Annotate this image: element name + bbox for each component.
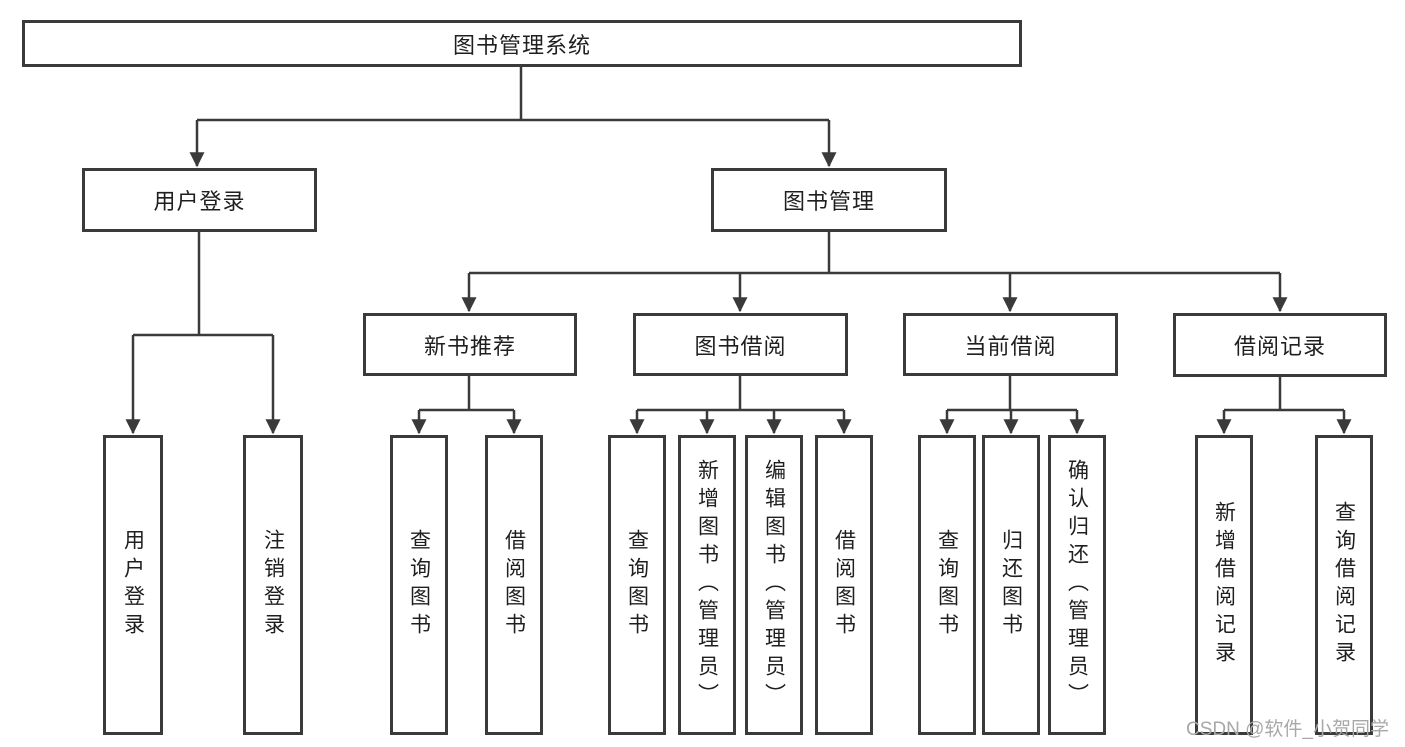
leaf-current-return-label: 归还图书 (999, 529, 1023, 641)
leaf-borrow-edit-admin-label: 编辑图书（管理员） (762, 459, 786, 711)
node-root-label: 图书管理系统 (452, 32, 591, 58)
leaf-borrow-query: 查询图书 (608, 435, 666, 735)
leaf-records-add: 新增借阅记录 (1195, 435, 1253, 735)
leaf-borrow-query-label: 查询图书 (625, 529, 649, 641)
node-new-books-label: 新书推荐 (423, 333, 516, 359)
leaf-new-books-query-label: 查询图书 (407, 529, 431, 641)
leaf-current-query: 查询图书 (918, 435, 976, 735)
csdn-watermark: CSDN @软件_小贺同学 (1186, 719, 1389, 740)
node-book-borrow: 图书借阅 (633, 313, 848, 376)
leaf-records-add-label: 新增借阅记录 (1212, 501, 1236, 669)
leaf-new-books-borrow: 借阅图书 (485, 435, 543, 735)
leaf-borrow-add-admin: 新增图书（管理员） (678, 435, 736, 735)
leaf-borrow-edit-admin: 编辑图书（管理员） (745, 435, 803, 735)
connector-borrow-records-to-leaves (1216, 376, 1352, 435)
connector-user-login-to-leaves (125, 232, 281, 435)
connector-root-to-level2 (189, 67, 837, 168)
leaf-user-login-label: 用户登录 (121, 529, 145, 641)
leaf-borrow-book-label: 借阅图书 (832, 529, 856, 641)
leaf-current-query-label: 查询图书 (935, 529, 959, 641)
leaf-borrow-add-admin-label: 新增图书（管理员） (695, 459, 719, 711)
connector-book-mgmt-to-level3 (461, 232, 1288, 313)
leaf-logout-label: 注销登录 (261, 529, 285, 641)
leaf-new-books-query: 查询图书 (390, 435, 448, 735)
connector-current-borrow-to-leaves (939, 376, 1085, 435)
node-root: 图书管理系统 (22, 20, 1022, 67)
node-user-login-label: 用户登录 (153, 189, 246, 214)
leaf-borrow-book: 借阅图书 (815, 435, 873, 735)
node-borrow-records: 借阅记录 (1173, 313, 1387, 377)
connector-new-books-to-leaves (411, 376, 522, 435)
connector-book-borrow-to-leaves (629, 376, 852, 435)
leaf-records-query: 查询借阅记录 (1315, 435, 1373, 735)
leaf-current-confirm-admin-label: 确认归还（管理员） (1065, 459, 1089, 711)
leaf-logout: 注销登录 (243, 435, 303, 735)
node-book-borrow-label: 图书借阅 (694, 333, 787, 359)
node-book-mgmt-label: 图书管理 (782, 189, 875, 214)
node-borrow-records-label: 借阅记录 (1233, 334, 1326, 359)
node-current-borrow: 当前借阅 (903, 313, 1118, 376)
leaf-new-books-borrow-label: 借阅图书 (502, 529, 526, 641)
leaf-user-login: 用户登录 (103, 435, 163, 735)
node-current-borrow-label: 当前借阅 (964, 333, 1057, 359)
leaf-records-query-label: 查询借阅记录 (1332, 501, 1356, 669)
leaf-current-confirm-admin: 确认归还（管理员） (1048, 435, 1106, 735)
node-user-login: 用户登录 (82, 168, 317, 232)
leaf-current-return: 归还图书 (982, 435, 1040, 735)
node-book-mgmt: 图书管理 (711, 168, 947, 232)
node-new-books: 新书推荐 (363, 313, 577, 376)
